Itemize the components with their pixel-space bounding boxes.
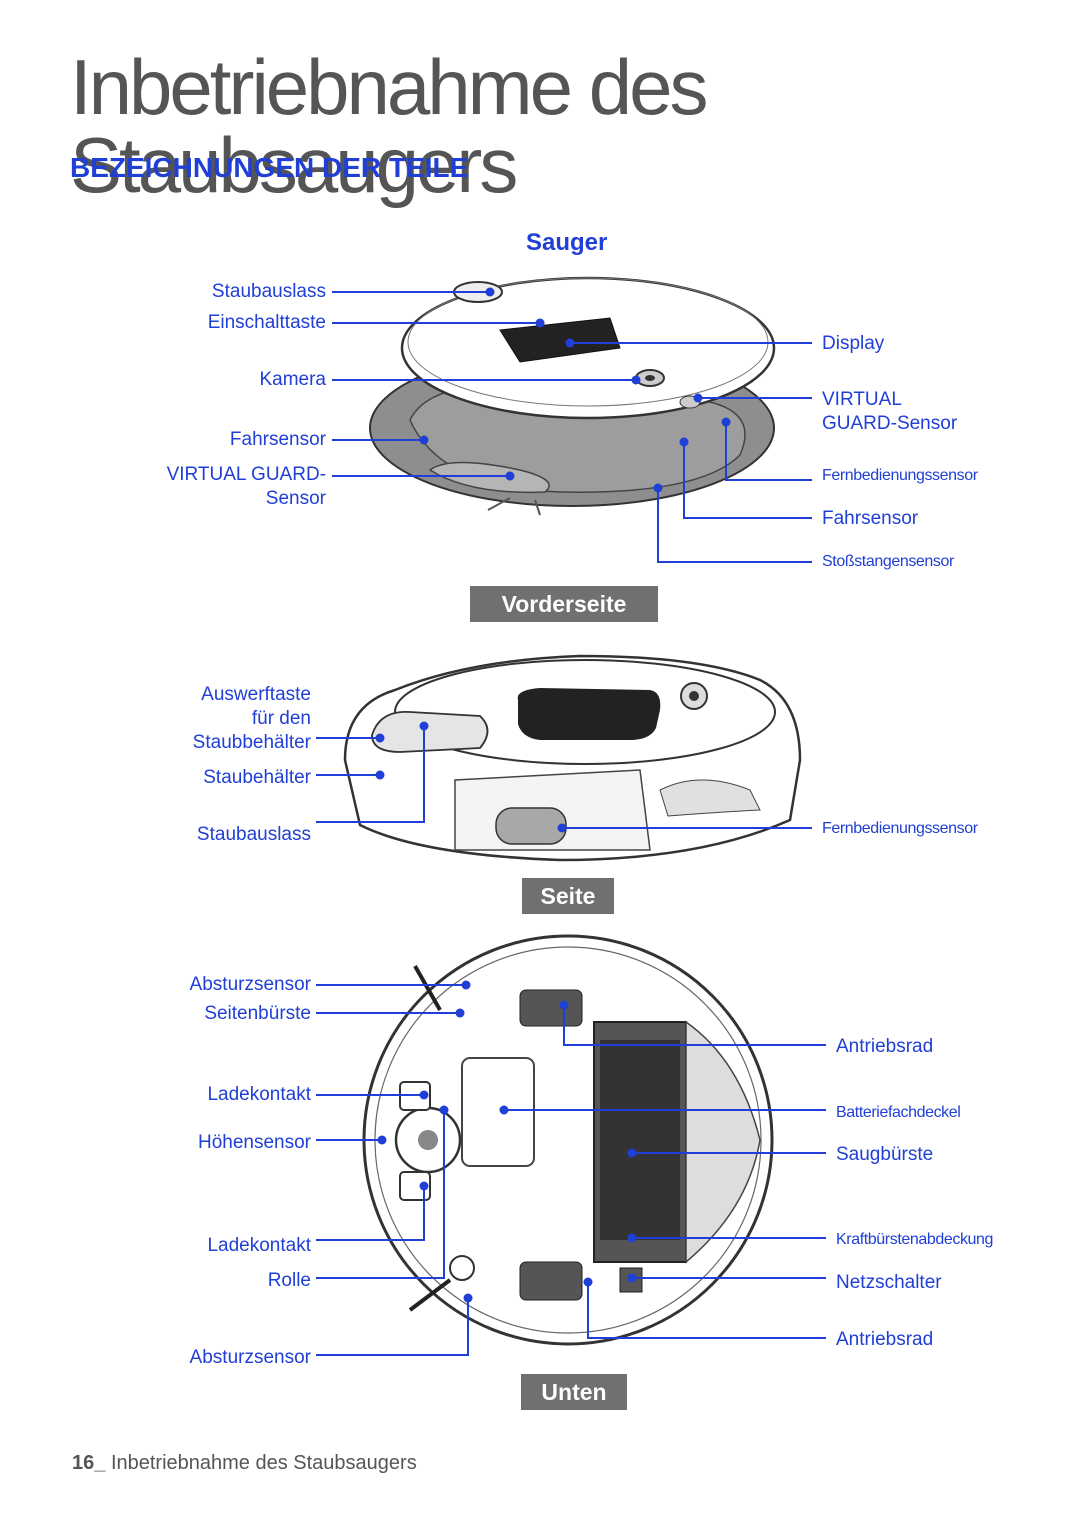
label-kraftbuerstenabdeckung: Kraftbürstenabdeckung xyxy=(836,1231,994,1248)
bottom-callout-dots xyxy=(377,980,637,1303)
front-callouts xyxy=(332,291,812,563)
label-saugbuerste: Saugbürste xyxy=(836,1144,934,1165)
label-virtual-guard-sensor-left: Sensor xyxy=(265,488,326,509)
section-heading: BEZEICHNUNGEN DER TEILE xyxy=(70,152,469,183)
label-fuer-den: für den xyxy=(251,708,311,729)
label-stossstangensensor: Stoßstangensensor xyxy=(822,553,954,570)
page-number: 16_ xyxy=(72,1452,106,1474)
subheading-sauger: Sauger xyxy=(526,229,608,256)
label-staubauslass-side: Staubauslass xyxy=(196,824,311,845)
label-staubauslass: Staubauslass xyxy=(211,281,326,302)
bottom-callouts xyxy=(316,984,826,1356)
label-fahrsensor-left: Fahrsensor xyxy=(229,429,326,450)
label-seitenbuerste: Seitenbürste xyxy=(204,1003,311,1024)
label-rolle: Rolle xyxy=(267,1270,311,1291)
front-callout-dots xyxy=(419,287,731,493)
label-netzschalter: Netzschalter xyxy=(836,1272,942,1293)
label-ladekontakt-1: Ladekontakt xyxy=(207,1084,311,1105)
page-title: Inbetriebnahme des Staubsaugers xyxy=(70,43,708,209)
label-hoehensensor: Höhensensor xyxy=(197,1132,311,1153)
label-display: Display xyxy=(822,333,885,354)
side-callout-dots xyxy=(375,721,567,833)
label-auswerftaste: Auswerftaste xyxy=(201,684,311,705)
label-kamera: Kamera xyxy=(259,369,326,390)
label-guard-sensor-right: GUARD-Sensor xyxy=(822,413,958,434)
label-staubbehaelter-1: Staubbehälter xyxy=(192,732,311,753)
side-callouts xyxy=(316,726,812,829)
label-fernbedienungssensor-side: Fernbedienungssensor xyxy=(822,820,978,837)
label-virtual-right: VIRTUAL xyxy=(822,389,902,410)
label-batteriefachdeckel: Batteriefachdeckel xyxy=(836,1104,961,1121)
tag-seite: Seite xyxy=(522,878,614,914)
side-view-illustration xyxy=(343,654,802,862)
label-fernbedienungssensor-front: Fernbedienungssensor xyxy=(822,467,978,484)
label-fahrsensor-right: Fahrsensor xyxy=(822,508,919,529)
footer-text: Inbetriebnahme des Staubsaugers xyxy=(110,1452,417,1474)
label-virtual-guard-left: VIRTUAL GUARD- xyxy=(166,464,326,485)
front-view-illustration xyxy=(369,276,776,516)
label-absturzsensor-top: Absturzsensor xyxy=(189,974,311,995)
label-antriebsrad-top: Antriebsrad xyxy=(836,1036,934,1057)
label-absturzsensor-bottom: Absturzsensor xyxy=(189,1347,311,1368)
bottom-view-illustration xyxy=(362,934,774,1346)
label-einschalttaste: Einschalttaste xyxy=(207,312,326,333)
page-footer: 16_ Inbetriebnahme des Staubsaugers xyxy=(72,1452,417,1475)
tag-vorderseite: Vorderseite xyxy=(470,586,658,622)
tag-unten: Unten xyxy=(521,1374,627,1410)
label-staubehaelter: Staubehälter xyxy=(203,767,311,788)
label-antriebsrad-bottom: Antriebsrad xyxy=(836,1329,934,1350)
label-ladekontakt-2: Ladekontakt xyxy=(207,1235,311,1256)
